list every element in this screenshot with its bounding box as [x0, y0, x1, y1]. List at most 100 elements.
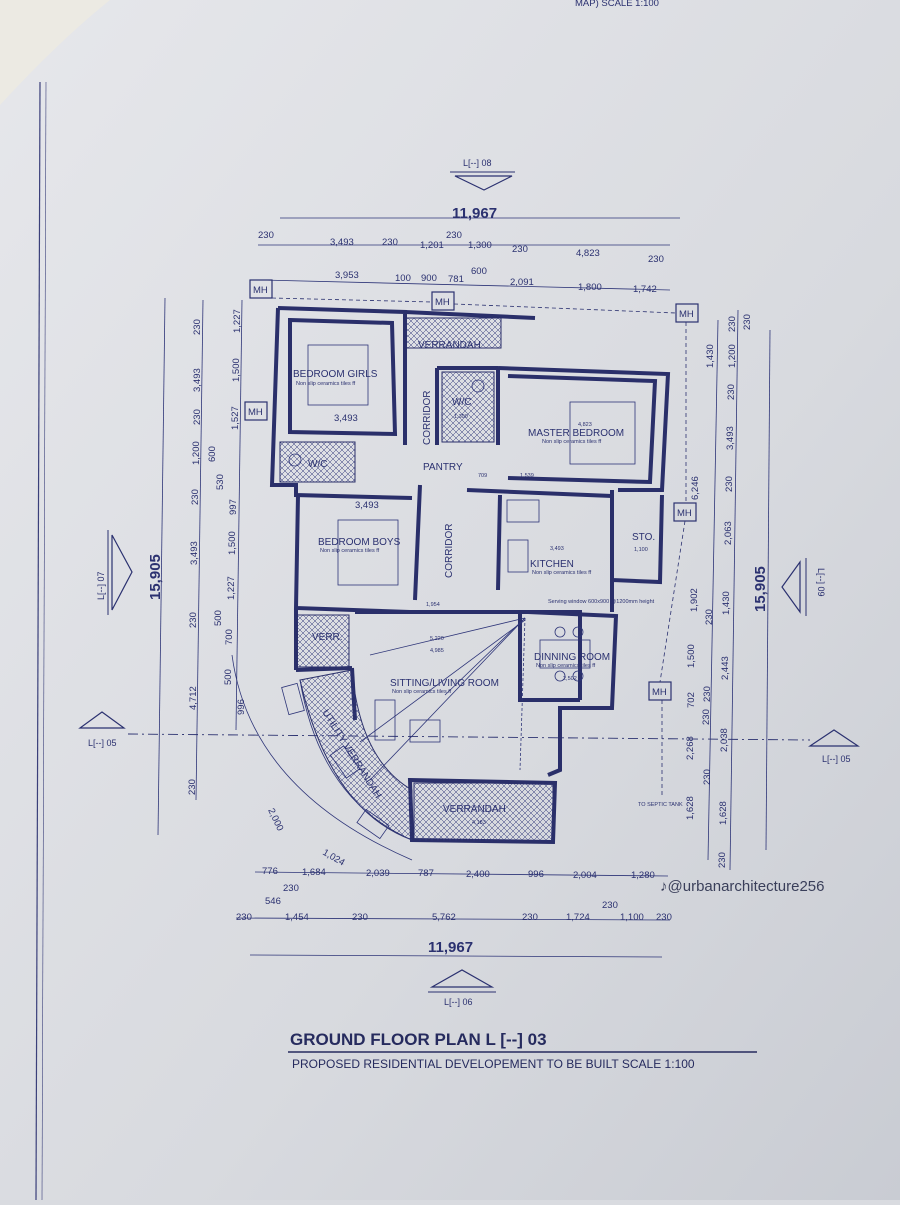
dim: 230: [236, 912, 252, 923]
room-note: Non slip ceramics tiles ff: [532, 570, 592, 576]
dim: 2,004: [573, 870, 597, 881]
room-sitting-living: SITTING/LIVING ROOM: [390, 678, 499, 689]
dim: 1,628: [718, 801, 729, 825]
dim: 1,628: [685, 796, 696, 820]
dim: 230: [352, 912, 368, 923]
dim: 900: [421, 273, 437, 284]
dim: 1,227: [226, 576, 237, 600]
dim: 1,100: [634, 547, 648, 553]
dining-table: [539, 639, 591, 669]
stove: [507, 539, 529, 573]
dim: 1,902: [689, 588, 700, 612]
dim: 1,800: [578, 282, 602, 293]
border-line-inner: [41, 81, 47, 1201]
dim: 3,493: [725, 426, 736, 450]
step: [329, 745, 361, 779]
dim: 230: [446, 230, 462, 241]
section-marker-top: L[--] 08: [450, 158, 515, 191]
septic-note: TO SEPTIC TANK: [638, 802, 683, 808]
dim: 230: [702, 769, 713, 785]
dim: 787: [418, 868, 434, 879]
title-block: GROUND FLOOR PLAN L [--] 03 PROPOSED RES…: [288, 1030, 757, 1071]
dim: 1,430: [705, 344, 716, 368]
room-wc-top: W/C: [452, 397, 471, 408]
dim: 1,500: [686, 644, 697, 668]
room-verrandah-top: VERRANDAH: [418, 340, 481, 351]
svg-text:MH: MH: [679, 309, 694, 320]
dim: 230: [648, 254, 664, 265]
construction-lines: [231, 617, 526, 861]
dim: 230: [190, 489, 201, 505]
manholes: MH MH MH MH MH MH TO SEPTIC TANK: [244, 279, 699, 808]
dim: 776: [262, 866, 278, 877]
room-store: STO.: [632, 532, 655, 543]
dim: 1,684: [302, 867, 326, 878]
section-marker-bottom: L[--] 06: [428, 969, 496, 1007]
bed-boys: [337, 519, 399, 586]
svg-text:MH: MH: [253, 285, 268, 296]
dim: 230: [656, 912, 672, 923]
manhole: MH: [675, 303, 699, 323]
dim: 4,985: [430, 648, 444, 654]
dim: 2,038: [719, 728, 730, 752]
dim: 230: [283, 883, 299, 894]
dimensions-top: 11,967 230 3,493 230 1,201 230 1,300 230…: [258, 205, 680, 295]
room-kitchen: KITCHEN: [530, 559, 574, 570]
dim: 5,220: [430, 636, 444, 642]
dim: 600: [207, 446, 218, 462]
dim: 3,493: [189, 541, 200, 565]
bed-girls: [307, 344, 369, 406]
coffee-table: [409, 719, 441, 743]
dim: 3,493: [330, 237, 354, 248]
room-wc-left: W/C: [308, 459, 327, 470]
dim: 230: [187, 779, 198, 795]
dim: 500: [223, 669, 234, 685]
dim: 600: [471, 266, 487, 277]
dim: 230: [192, 319, 203, 335]
room-pantry: PANTRY: [423, 462, 463, 473]
dim: 709: [478, 473, 487, 479]
dim: 1,539: [520, 473, 534, 479]
room-note: Non slip ceramics tiles ff: [392, 689, 452, 695]
dim: 4,823: [576, 248, 600, 259]
svg-text:MH: MH: [677, 508, 692, 519]
sofa: [374, 699, 396, 741]
toilet: [288, 453, 302, 467]
dim: 997: [228, 499, 239, 515]
dim: 230: [258, 230, 274, 241]
dim: 1,280: [631, 870, 655, 881]
room-note: Non slip ceramics tiles ff: [542, 439, 602, 445]
dim: 230: [717, 852, 728, 868]
dim: 1,201: [420, 240, 444, 251]
dimensions-right: 15,905 230 1,200 230 3,493 230 2,063 230…: [685, 309, 771, 871]
dim: 5,762: [432, 912, 456, 923]
step: [356, 808, 390, 840]
svg-text:MH: MH: [435, 297, 450, 308]
dim: 1,200: [727, 344, 738, 368]
dim: 1,500: [227, 531, 238, 555]
section-line-mid: L[--] 05 L[--] 05: [78, 711, 860, 764]
dim: 2,443: [720, 656, 731, 680]
room-dinning-room: DINNING ROOM: [534, 652, 610, 663]
dim: 2,400: [466, 869, 490, 880]
dim: 230: [512, 244, 528, 255]
room-bedroom-boys: BEDROOM BOYS: [318, 537, 401, 548]
overall-width-bottom: 11,967: [428, 939, 473, 956]
room-note: Non slip ceramics tiles ff: [296, 381, 356, 387]
walls: [269, 306, 671, 845]
dim: 1,227: [232, 309, 243, 333]
dim: 996: [236, 699, 247, 715]
curled-sheet-corner: [0, 0, 110, 105]
dim: 230: [742, 314, 753, 330]
dim: 2,502: [563, 676, 577, 682]
overall-height-right: 15,905: [752, 566, 769, 612]
dim: 1,430: [721, 591, 732, 615]
manhole: MH: [431, 291, 455, 311]
dim: 230: [704, 609, 715, 625]
room-note: Non slip ceramics tiles ff: [536, 663, 596, 669]
dim: 1,300: [468, 240, 492, 251]
dim: 230: [188, 612, 199, 628]
section-label: L[--] 07: [96, 571, 106, 600]
